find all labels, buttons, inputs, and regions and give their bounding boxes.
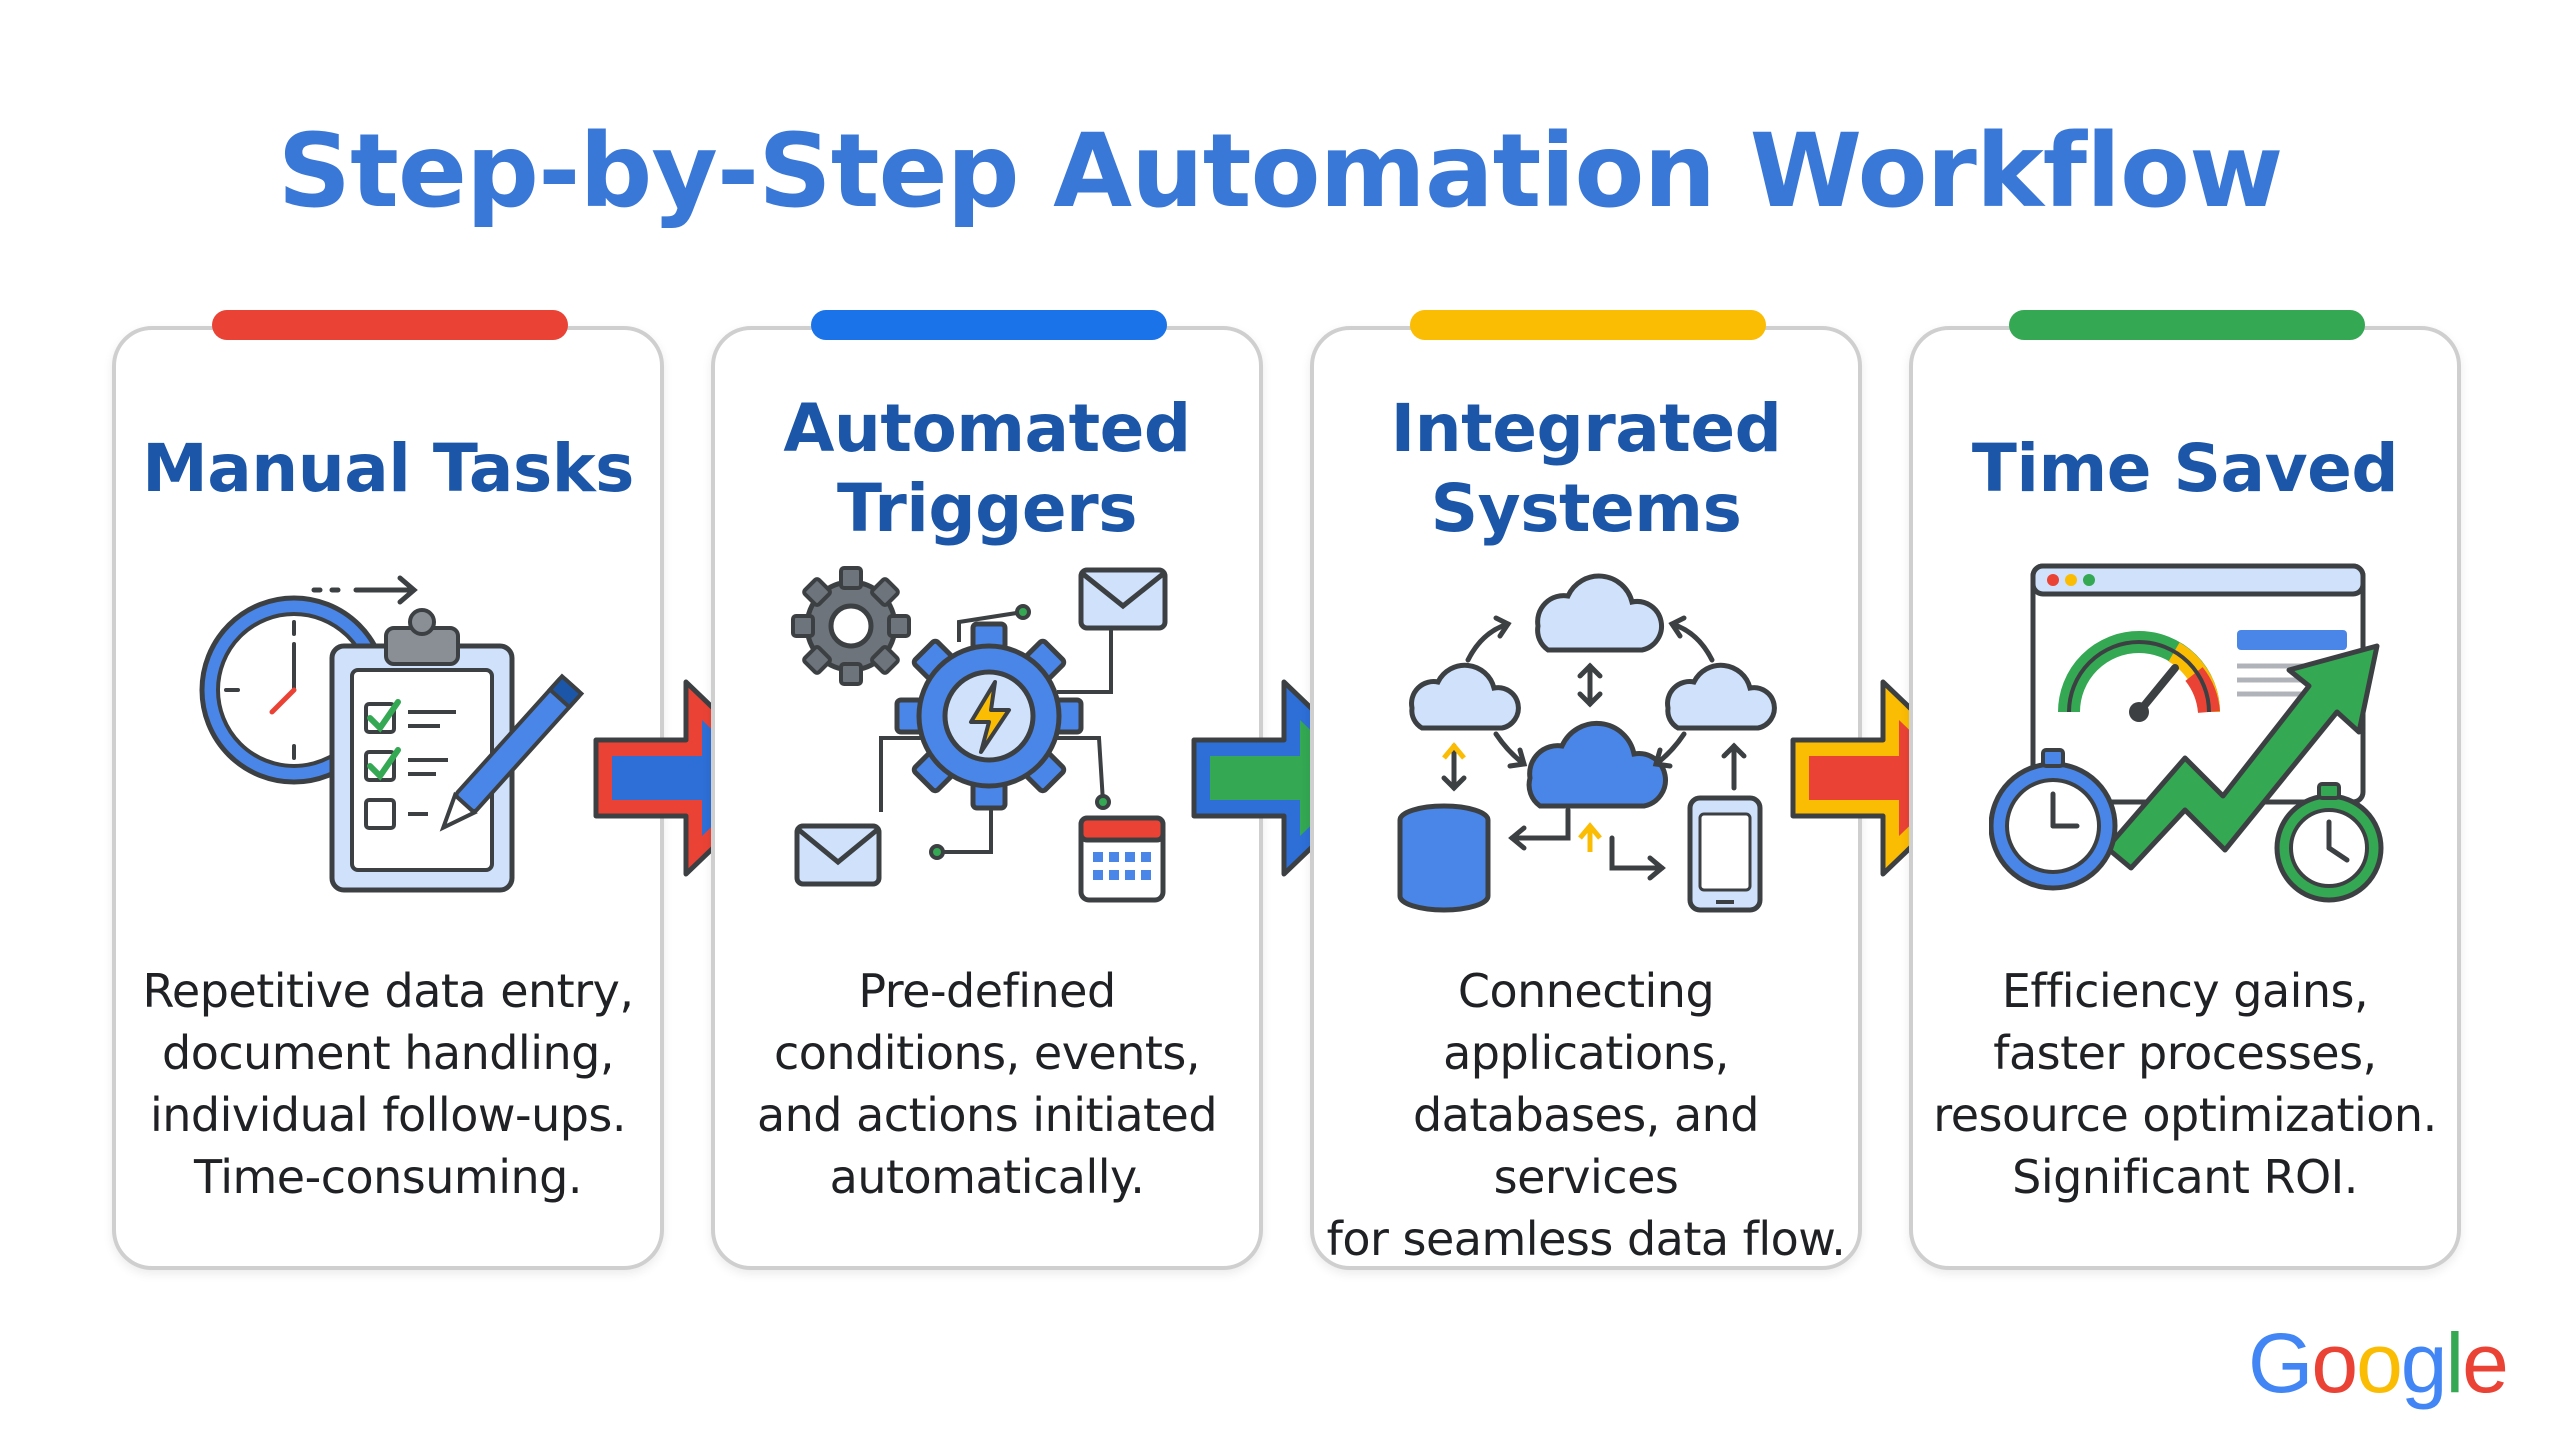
accent-bar <box>811 310 1167 340</box>
logo-letter: l <box>2445 1316 2465 1410</box>
step-description: Efficiency gains, faster processes, reso… <box>1933 964 2437 1204</box>
step-description: Pre-defined conditions, events, and acti… <box>756 964 1218 1204</box>
step-card-time-saved: Time Saved Efficiency gains, faster proc… <box>1909 310 2461 1270</box>
logo-letter: o <box>2311 1316 2358 1410</box>
step-description: Repetitive data entry, document handling… <box>142 964 634 1204</box>
step-card-automated-triggers: Automated Triggers <box>711 310 1263 1270</box>
dashboard-growth-icon <box>1989 563 2384 903</box>
step-description: Connecting applications, databases, and … <box>1326 964 1846 1266</box>
google-logo: Google <box>2248 1316 2509 1410</box>
accent-bar <box>212 310 568 340</box>
logo-letter: o <box>2356 1316 2403 1410</box>
step-title: Integrated Systems <box>1390 390 1782 547</box>
logo-letter: G <box>2248 1316 2313 1410</box>
cloud-network-icon <box>1397 573 1777 913</box>
logo-letter: e <box>2462 1316 2509 1410</box>
step-card-manual-tasks: Manual Tasks <box>112 310 664 1270</box>
step-title: Manual Tasks <box>142 430 634 507</box>
accent-bar <box>1410 310 1766 340</box>
page-title: Step-by-Step Automation Workflow <box>277 112 2284 231</box>
clock-clipboard-icon <box>199 575 585 893</box>
gear-trigger-icon <box>791 566 1168 903</box>
logo-letter: g <box>2400 1316 2448 1410</box>
step-title: Time Saved <box>1971 430 2399 507</box>
accent-bar <box>2009 310 2365 340</box>
step-title: Automated Triggers <box>783 390 1191 547</box>
step-card-integrated-systems: Integrated Systems Connecting a <box>1310 310 1862 1270</box>
